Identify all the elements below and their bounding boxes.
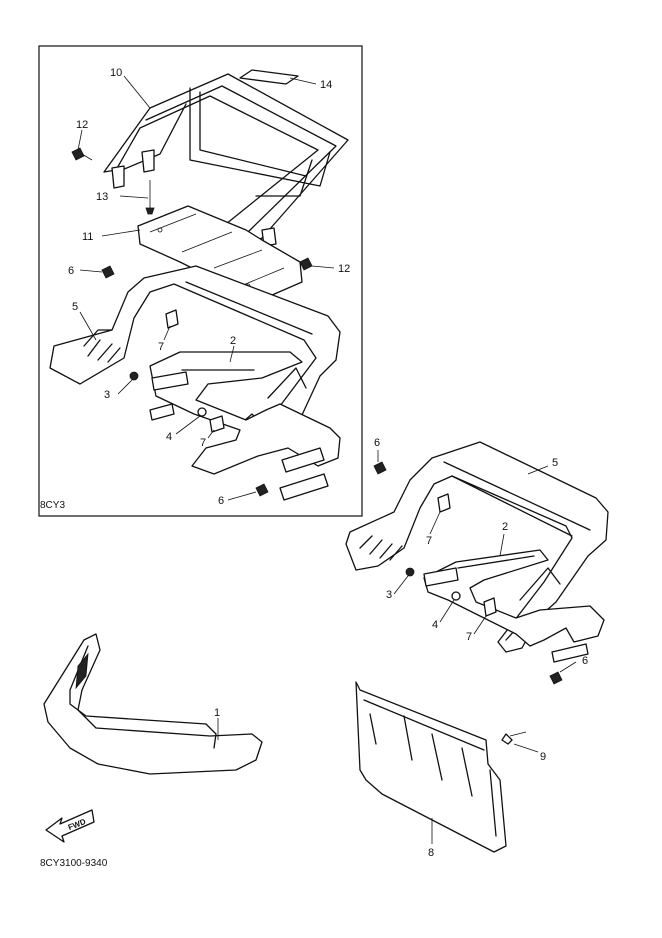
callout-5-inset: 5 [72,301,78,313]
decal-part-14 [239,69,299,85]
callout-11: 11 [82,231,93,243]
callout-7-upper: 7 [426,535,432,547]
inset-leader-lines [77,75,335,501]
callout-4: 4 [432,619,438,631]
bolt-part-3 [405,567,415,577]
nut-part-4 [451,591,461,601]
callout-6-inset-lower: 6 [218,495,224,507]
callout-1: 1 [214,707,220,719]
bolt-part-6-upper [373,461,387,475]
bolt-part-6-lower [549,671,563,685]
callout-7-inset-upper: 7 [158,341,164,353]
bolt-part-6-inset-upper [101,265,115,279]
leader-9 [513,743,539,753]
callout-6-upper: 6 [374,437,380,449]
callout-7-inset-lower: 7 [200,437,206,449]
rivet-part-9 [501,731,527,745]
nut-part-4-inset [197,407,207,417]
bolt-part-12-upper [71,147,93,161]
clip-part-7-inset-upper [165,309,179,329]
inset-frame [38,45,363,517]
rear-frame-part-2-inset [149,351,341,501]
main-leader-lines [377,450,577,673]
callout-2: 2 [502,521,508,533]
callout-5: 5 [552,457,558,469]
callout-10: 10 [110,67,122,79]
callout-6-inset-upper: 6 [68,265,74,277]
callout-3-inset: 3 [104,389,110,401]
screw-part-13 [145,180,155,215]
front-bumper-part-1 [43,633,263,775]
forward-direction-arrow: FWD [45,809,95,843]
callout-12-upper: 12 [76,119,88,131]
inset-callouts: 10 14 12 13 11 12 6 5 7 2 3 4 7 6 [68,67,350,507]
callout-13: 13 [96,191,108,203]
diagram-code-label: 8CY3100-9340 [40,858,108,869]
clip-part-7-lower [483,597,497,617]
bracket-plate-part-11 [137,205,303,303]
mud-flap-part-8 [355,681,507,853]
callout-14: 14 [320,79,332,91]
callout-8: 8 [428,847,434,859]
callout-4-inset: 4 [166,431,172,443]
callout-9: 9 [540,751,546,763]
bolt-part-6-inset-lower [255,483,269,497]
inset-code-label: 8CY3 [40,500,65,511]
callout-7-lower: 7 [466,631,472,643]
rear-carrier-part-5 [345,441,609,653]
callout-2-inset: 2 [230,335,236,347]
bolt-part-12-lower [299,257,313,271]
rear-basket-part-10 [103,73,349,247]
callout-3: 3 [386,589,392,601]
main-callouts: 6 5 7 2 3 4 7 6 [374,437,588,667]
callout-6-lower: 6 [582,655,588,667]
callout-12-lower: 12 [338,263,350,275]
clip-part-7-inset-lower [209,415,225,433]
rear-frame-part-2 [423,549,605,663]
bolt-part-3-inset [129,371,139,381]
clip-part-7-upper [437,493,451,513]
